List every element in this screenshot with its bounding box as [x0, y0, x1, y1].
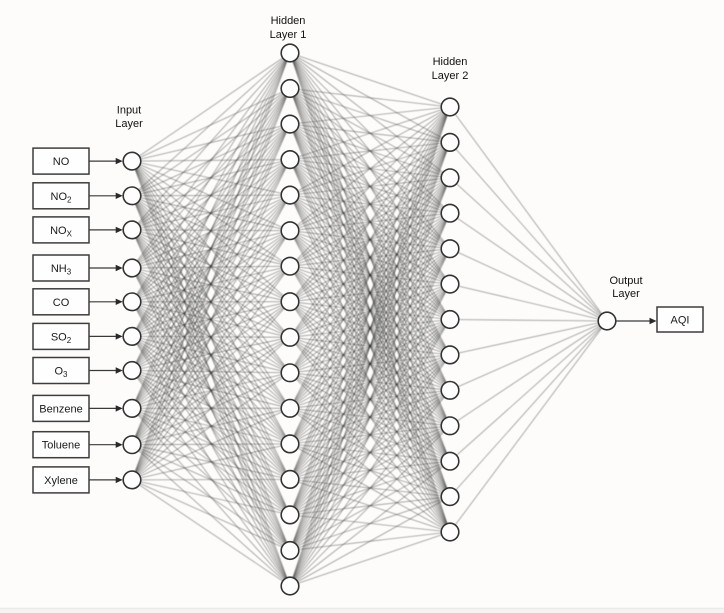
svg-text:Input: Input	[117, 105, 141, 117]
svg-text:Layer 2: Layer 2	[432, 70, 469, 82]
svg-text:NO: NO	[53, 156, 70, 168]
svg-text:Layer: Layer	[115, 118, 143, 130]
svg-text:SO2: SO2	[51, 331, 72, 345]
svg-text:Benzene: Benzene	[39, 403, 82, 415]
svg-text:Output: Output	[609, 275, 642, 287]
svg-text:Toluene: Toluene	[42, 440, 81, 452]
svg-text:Layer 1: Layer 1	[270, 29, 307, 41]
svg-text:Xylene: Xylene	[44, 475, 78, 487]
svg-text:AQI: AQI	[671, 315, 690, 327]
svg-text:Hidden: Hidden	[433, 56, 468, 68]
svg-text:NO2: NO2	[51, 191, 73, 205]
svg-text:Hidden: Hidden	[271, 15, 306, 27]
svg-text:NH3: NH3	[51, 263, 72, 277]
svg-text:Layer: Layer	[612, 288, 640, 300]
svg-text:CO: CO	[53, 297, 70, 309]
